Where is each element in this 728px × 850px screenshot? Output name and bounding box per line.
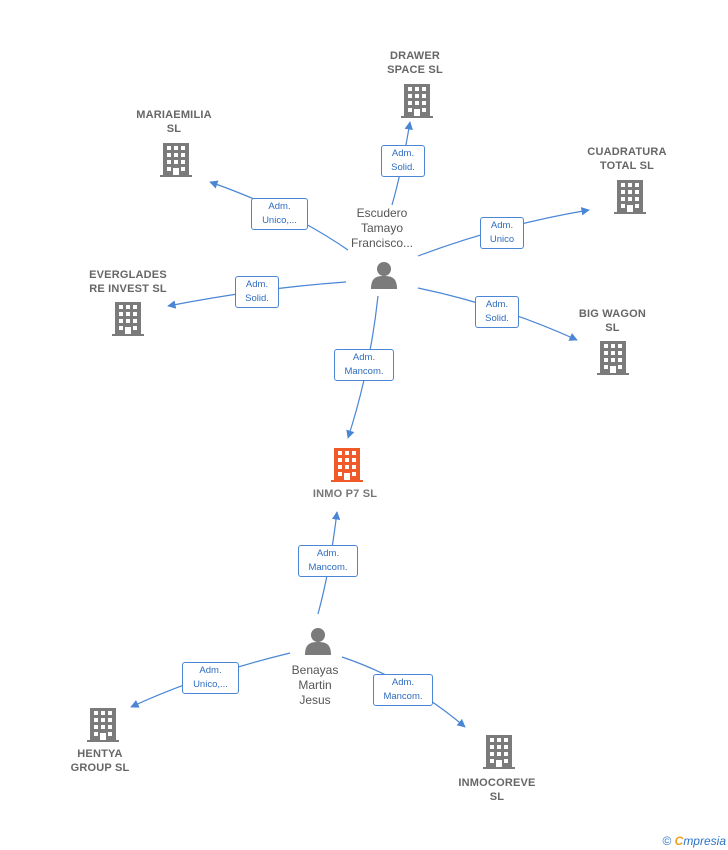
person-label-benayas[interactable]: Benayas Martin Jesus: [275, 663, 355, 708]
label-line: Unico: [489, 234, 515, 245]
label-line: Solid.: [245, 293, 269, 304]
relation-label-everglades[interactable]: Adm. Solid.: [235, 276, 279, 308]
label-line: Adm.: [245, 279, 269, 290]
label-line: CUADRATURA: [587, 146, 667, 158]
brand-name: mpresia: [683, 834, 726, 848]
company-label-inmo-p7[interactable]: INMO P7 SL: [295, 487, 395, 501]
relation-label-cuadratura[interactable]: Adm. Unico: [480, 217, 524, 249]
relation-label-bigwagon[interactable]: Adm. Solid.: [475, 296, 519, 328]
label-line: Unico,...: [262, 215, 297, 226]
label-line: SPACE SL: [387, 64, 443, 76]
label-line: Mancom.: [383, 691, 423, 702]
label-line: Adm.: [485, 299, 509, 310]
label-line: Adm.: [391, 148, 415, 159]
label-line: Francisco...: [350, 236, 413, 250]
label-line: Adm.: [391, 677, 415, 688]
label-line: Adm.: [490, 220, 514, 231]
label-line: INMOCOREVE: [458, 777, 536, 789]
relation-label-benayas-inmo[interactable]: Adm. Mancom.: [298, 545, 358, 577]
label-line: Solid.: [391, 162, 415, 173]
label-line: Mancom.: [308, 562, 348, 573]
company-label-bigwagon[interactable]: BIG WAGON SL: [570, 307, 655, 335]
building-icon-inmocoreve[interactable]: [483, 735, 515, 769]
label-line: Solid.: [485, 313, 509, 324]
label-line: HENTYA: [77, 748, 123, 760]
company-label-everglades[interactable]: EVERGLADES RE INVEST SL: [78, 268, 178, 296]
brand-initial: C: [674, 834, 684, 848]
company-label-inmocoreve[interactable]: INMOCOREVE SL: [452, 776, 542, 804]
building-icon-everglades[interactable]: [112, 302, 144, 336]
building-icon-drawer[interactable]: [401, 84, 433, 118]
label-line: SL: [166, 123, 182, 135]
building-icon-mariaemilia[interactable]: [160, 143, 192, 177]
relation-label-inmocoreve[interactable]: Adm. Mancom.: [373, 674, 433, 706]
relation-label-escudero-inmo[interactable]: Adm. Mancom.: [334, 349, 394, 381]
label-line: GROUP SL: [70, 762, 130, 774]
label-line: Escudero: [356, 206, 408, 220]
company-label-drawer[interactable]: DRAWER SPACE SL: [375, 49, 455, 77]
label-line: Benayas: [291, 663, 339, 677]
label-line: TOTAL SL: [599, 160, 655, 172]
label-line: INMO P7 SL: [312, 488, 378, 500]
label-line: Adm.: [352, 352, 376, 363]
label-line: Adm.: [316, 548, 340, 559]
label-line: Martin: [298, 678, 332, 692]
company-label-cuadratura[interactable]: CUADRATURA TOTAL SL: [582, 145, 672, 173]
copyright-icon: ©: [662, 834, 672, 848]
label-line: Unico,...: [193, 679, 228, 690]
label-line: MARIAEMILIA: [136, 109, 212, 121]
label-line: BIG WAGON: [578, 308, 647, 320]
person-icon-escudero[interactable]: [371, 262, 397, 289]
label-line: SL: [489, 791, 505, 803]
label-line: Adm.: [268, 201, 291, 212]
building-icon-cuadratura[interactable]: [614, 180, 646, 214]
label-line: DRAWER: [389, 50, 441, 62]
relation-label-mariaemilia[interactable]: Adm. Unico,...: [251, 198, 308, 230]
building-icon-inmo-p7[interactable]: [331, 448, 363, 482]
person-label-escudero[interactable]: Escudero Tamayo Francisco...: [338, 206, 426, 251]
label-line: Tamayo: [360, 221, 404, 235]
label-line: EVERGLADES: [89, 269, 167, 281]
footer-brand[interactable]: © Cmpresia: [662, 834, 726, 848]
label-line: Mancom.: [344, 366, 384, 377]
label-line: Jesus: [299, 693, 331, 707]
label-line: SL: [605, 322, 620, 334]
building-icon-hentya[interactable]: [87, 708, 119, 742]
label-line: RE INVEST SL: [89, 283, 167, 295]
relation-label-hentya[interactable]: Adm. Unico,...: [182, 662, 239, 694]
company-label-mariaemilia[interactable]: MARIAEMILIA SL: [129, 108, 219, 136]
company-label-hentya[interactable]: HENTYA GROUP SL: [60, 747, 140, 775]
label-line: Adm.: [199, 665, 222, 676]
building-icon-bigwagon[interactable]: [597, 341, 629, 375]
person-icon-benayas[interactable]: [305, 628, 331, 655]
relation-label-drawer[interactable]: Adm. Solid.: [381, 145, 425, 177]
